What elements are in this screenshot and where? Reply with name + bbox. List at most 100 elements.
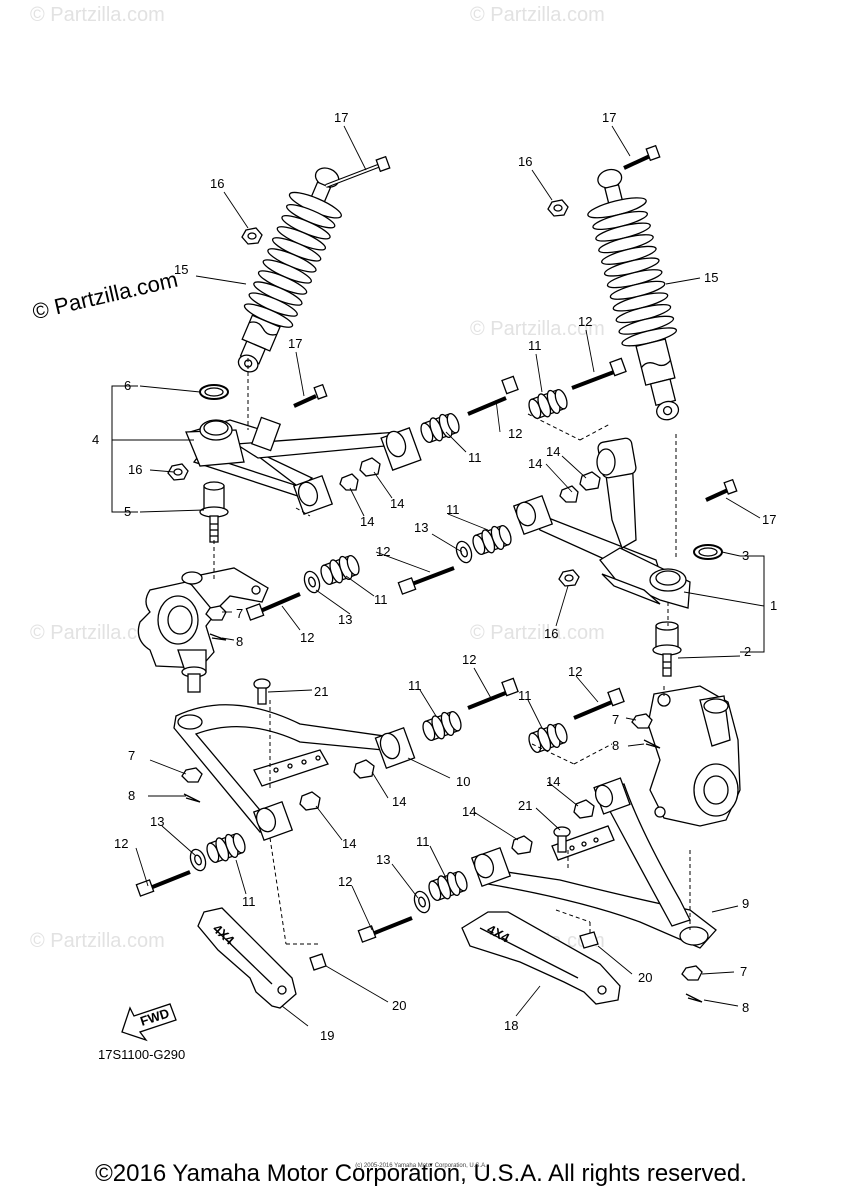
- steering-knuckle-left[interactable]: [137, 567, 269, 693]
- callout-17[interactable]: 17: [762, 512, 776, 527]
- shock-absorber-left[interactable]: [219, 158, 356, 381]
- callout-9[interactable]: 9: [742, 896, 749, 911]
- upper-arm-left[interactable]: [185, 416, 422, 516]
- callout-20[interactable]: 20: [638, 970, 652, 985]
- callout-13[interactable]: 13: [376, 852, 390, 867]
- bolt-12[interactable]: [467, 375, 519, 416]
- callout-5[interactable]: 5: [124, 504, 131, 519]
- callout-13[interactable]: 13: [150, 814, 164, 829]
- spacer-13[interactable]: [302, 569, 323, 594]
- bolt-17-upper-right[interactable]: [623, 144, 661, 170]
- callout-6[interactable]: 6: [124, 378, 131, 393]
- nut-14[interactable]: [573, 799, 595, 819]
- bolt-12[interactable]: [467, 677, 519, 710]
- callout-11[interactable]: 11: [468, 450, 482, 465]
- nut-16[interactable]: [558, 569, 580, 587]
- cotter-pin-8[interactable]: [183, 793, 201, 803]
- bushing-11[interactable]: [470, 522, 514, 558]
- callout-15[interactable]: 15: [704, 270, 718, 285]
- callout-12[interactable]: 12: [300, 630, 314, 645]
- callout-16[interactable]: 16: [518, 154, 532, 169]
- nut-14[interactable]: [511, 835, 533, 855]
- bolt-12[interactable]: [357, 916, 413, 943]
- nut-7[interactable]: [681, 965, 703, 981]
- callout-8[interactable]: 8: [742, 1000, 749, 1015]
- callout-14[interactable]: 14: [546, 444, 560, 459]
- callout-14[interactable]: 14: [462, 804, 476, 819]
- cotter-pin-8[interactable]: [685, 993, 703, 1003]
- nut-14[interactable]: [359, 457, 381, 477]
- callout-12[interactable]: 12: [578, 314, 592, 329]
- callout-8[interactable]: 8: [612, 738, 619, 753]
- bushing-11[interactable]: [526, 720, 570, 756]
- circlip-3[interactable]: [693, 544, 723, 560]
- callout-16[interactable]: 16: [544, 626, 558, 641]
- lower-arm-left[interactable]: [173, 704, 416, 842]
- callout-21[interactable]: 21: [518, 798, 532, 813]
- callout-16[interactable]: 16: [210, 176, 224, 191]
- callout-12[interactable]: 12: [114, 836, 128, 851]
- nut-7[interactable]: [181, 767, 203, 783]
- callout-14[interactable]: 14: [392, 794, 406, 809]
- ball-joint-5[interactable]: [199, 481, 229, 543]
- nut-7[interactable]: [205, 605, 227, 621]
- bushing-11[interactable]: [418, 410, 462, 446]
- callout-19[interactable]: 19: [320, 1028, 334, 1043]
- nut-14[interactable]: [339, 473, 359, 491]
- bushing-11[interactable]: [420, 708, 464, 744]
- lower-arm-right[interactable]: [470, 777, 717, 949]
- guard-19[interactable]: 4X4: [197, 907, 297, 1009]
- spacer-13[interactable]: [454, 539, 475, 564]
- bushing-11[interactable]: [526, 386, 570, 422]
- callout-13[interactable]: 13: [414, 520, 428, 535]
- bolt-17-mid-right[interactable]: [705, 478, 738, 502]
- callout-17[interactable]: 17: [334, 110, 348, 125]
- bolt-21[interactable]: [553, 826, 571, 853]
- guard-18[interactable]: 4X4: [461, 911, 621, 1005]
- callout-16[interactable]: 16: [128, 462, 142, 477]
- callout-10[interactable]: 10: [456, 774, 470, 789]
- bolt-12[interactable]: [571, 357, 627, 390]
- ball-joint-2[interactable]: [652, 621, 682, 677]
- bolt-12[interactable]: [573, 687, 625, 720]
- callout-7[interactable]: 7: [236, 606, 243, 621]
- callout-17[interactable]: 17: [288, 336, 302, 351]
- callout-12[interactable]: 12: [462, 652, 476, 667]
- callout-14[interactable]: 14: [546, 774, 560, 789]
- callout-11[interactable]: 11: [408, 678, 422, 693]
- callout-8[interactable]: 8: [236, 634, 243, 649]
- bolt-17-mid-left[interactable]: [293, 383, 328, 408]
- bolt-12[interactable]: [245, 592, 301, 621]
- circlip-6[interactable]: [199, 384, 229, 400]
- callout-11[interactable]: 11: [518, 688, 532, 703]
- callout-14[interactable]: 14: [360, 514, 374, 529]
- callout-11[interactable]: 11: [446, 502, 460, 517]
- callout-1[interactable]: 1: [770, 598, 777, 613]
- callout-12[interactable]: 12: [568, 664, 582, 679]
- callout-11[interactable]: 11: [242, 894, 256, 909]
- callout-7[interactable]: 7: [612, 712, 619, 727]
- clip-20[interactable]: [579, 931, 599, 949]
- shock-absorber-right[interactable]: [578, 163, 698, 427]
- bushing-11[interactable]: [204, 830, 248, 866]
- callout-21[interactable]: 21: [314, 684, 328, 699]
- cotter-pin-8[interactable]: [209, 633, 227, 641]
- callout-7[interactable]: 7: [740, 964, 747, 979]
- bolt-17-upper-left[interactable]: [325, 155, 391, 188]
- callout-15[interactable]: 15: [174, 262, 188, 277]
- nut-14[interactable]: [559, 485, 579, 503]
- callout-11[interactable]: 11: [528, 338, 542, 353]
- callout-4[interactable]: 4: [92, 432, 99, 447]
- callout-17[interactable]: 17: [602, 110, 616, 125]
- callout-12[interactable]: 12: [376, 544, 390, 559]
- callout-2[interactable]: 2: [744, 644, 751, 659]
- bolt-12[interactable]: [397, 566, 455, 595]
- callout-12[interactable]: 12: [508, 426, 522, 441]
- callout-14[interactable]: 14: [390, 496, 404, 511]
- spacer-13[interactable]: [412, 889, 433, 914]
- callout-20[interactable]: 20: [392, 998, 406, 1013]
- callout-3[interactable]: 3: [742, 548, 749, 563]
- callout-8[interactable]: 8: [128, 788, 135, 803]
- nut-16[interactable]: [547, 199, 569, 217]
- steering-knuckle-right[interactable]: [647, 685, 741, 827]
